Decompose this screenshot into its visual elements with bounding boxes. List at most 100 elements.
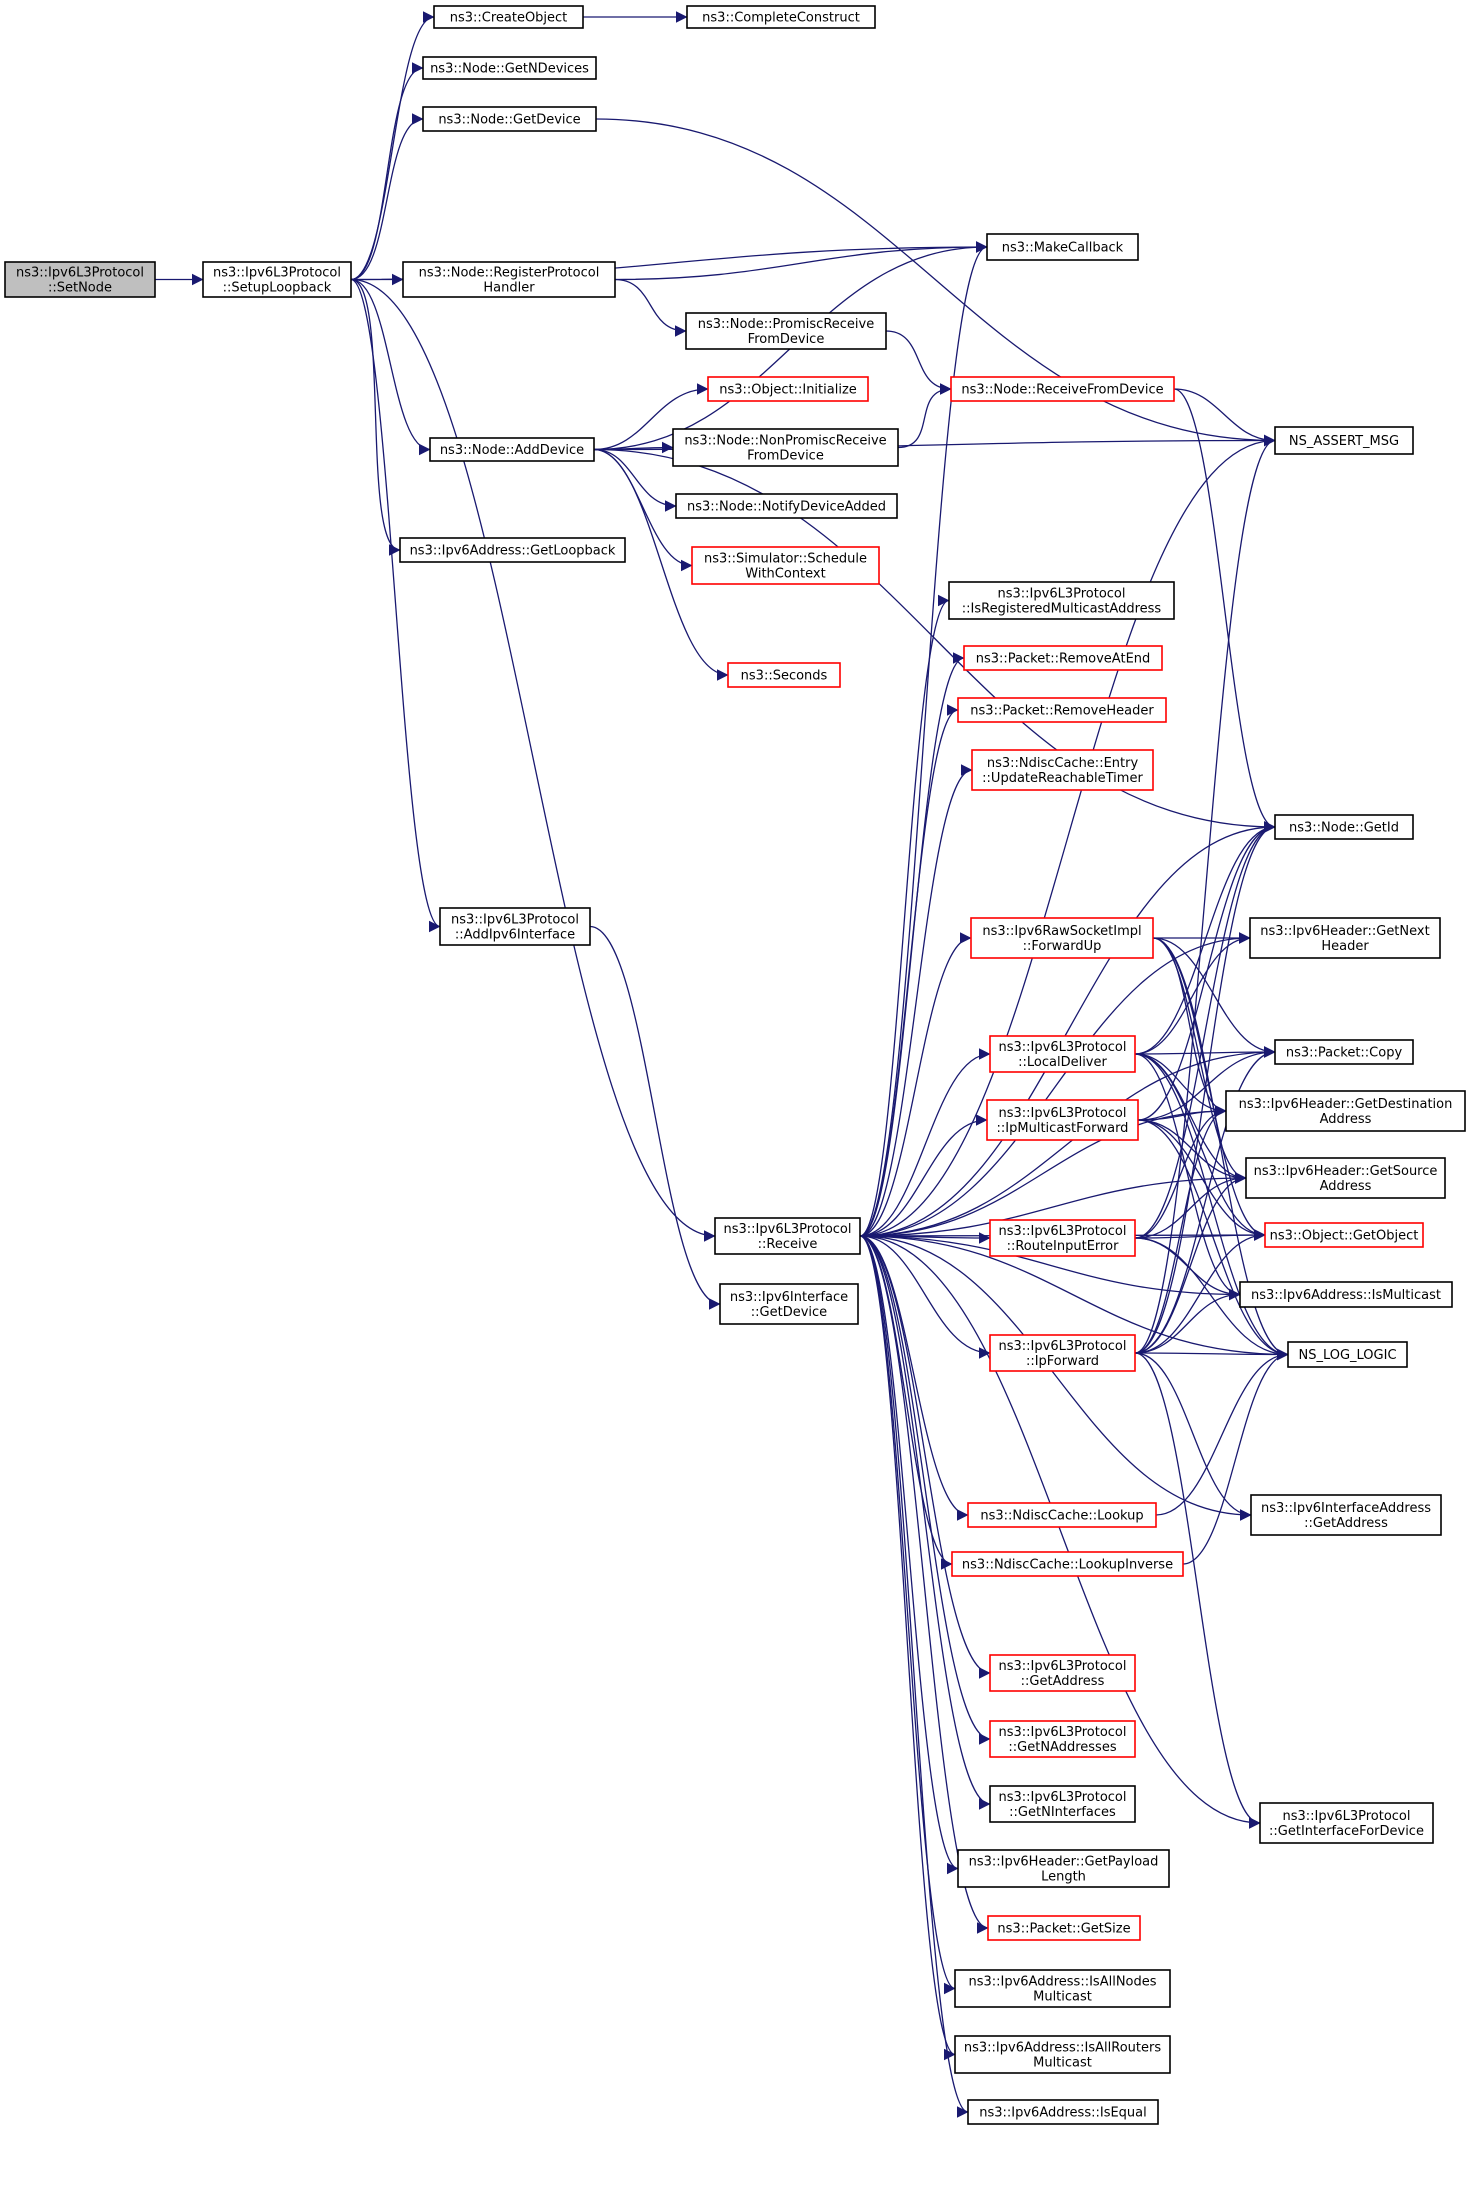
edge-path-ipforward-to-nassertmsg bbox=[1134, 434, 1276, 1354]
call-edge bbox=[859, 932, 972, 1237]
call-edge bbox=[1134, 1172, 1247, 1239]
node-box bbox=[1250, 1494, 1442, 1536]
edge-path-receive-to-isallnodes bbox=[859, 1235, 956, 1995]
node-ifgetdevice[interactable]: ns3::Ipv6Interface::GetDevice bbox=[719, 1283, 859, 1325]
call-edge bbox=[859, 1235, 991, 1745]
call-edge bbox=[1152, 937, 1276, 1058]
node-setuploopback[interactable]: ns3::Ipv6L3Protocol::SetupLoopback bbox=[202, 261, 352, 298]
node-ndlookup[interactable]: ns3::NdiscCache::Lookup bbox=[967, 1502, 1157, 1528]
call-edge bbox=[859, 1172, 1247, 1237]
node-nsloglogic[interactable]: NS_LOG_LOGIC bbox=[1287, 1341, 1408, 1368]
node-localdeliver[interactable]: ns3::Ipv6L3Protocol::LocalDeliver bbox=[989, 1035, 1136, 1073]
node-label: ns3::CreateObject bbox=[450, 11, 568, 26]
node-isregmc[interactable]: ns3::Ipv6L3Protocol::IsRegisteredMultica… bbox=[948, 581, 1175, 620]
node-seconds[interactable]: ns3::Seconds bbox=[727, 662, 841, 688]
node-receivefromdevice[interactable]: ns3::Node::ReceiveFromDevice bbox=[950, 376, 1175, 402]
edge-path-receive-to-getifdev bbox=[859, 1235, 1261, 1829]
node-label: ::GetAddress bbox=[1021, 1674, 1105, 1689]
edge-path-adddevice-to-objinitialize bbox=[593, 383, 709, 451]
node-box bbox=[954, 2035, 1171, 2074]
node-notifydevice[interactable]: ns3::Node::NotifyDeviceAdded bbox=[675, 493, 898, 519]
edge-path-localdeliver-to-ismulticast bbox=[1134, 1053, 1241, 1301]
node-ifaddrgetaddr[interactable]: ns3::Ipv6InterfaceAddress::GetAddress bbox=[1250, 1494, 1442, 1536]
node-getifdev[interactable]: ns3::Ipv6L3Protocol::GetInterfaceForDevi… bbox=[1259, 1802, 1434, 1844]
node-nassertmsg[interactable]: NS_ASSERT_MSG bbox=[1274, 426, 1414, 455]
edge-path-receivefromdevice-to-nassertmsg bbox=[1173, 388, 1276, 447]
node-label: Length bbox=[1041, 1870, 1086, 1885]
node-nodegetid[interactable]: ns3::Node::GetId bbox=[1274, 814, 1414, 840]
edge-path-receive-to-localdeliver bbox=[859, 1048, 991, 1237]
node-getobject[interactable]: ns3::Object::GetObject bbox=[1264, 1222, 1424, 1248]
edge-path-ipforward-to-getobject bbox=[1134, 1229, 1266, 1354]
node-isequal[interactable]: ns3::Ipv6Address::IsEqual bbox=[967, 2099, 1159, 2125]
edge-path-receive-to-ipforward bbox=[859, 1235, 991, 1359]
node-label: ns3::Ipv6InterfaceAddress bbox=[1261, 1501, 1431, 1516]
node-label: ns3::Ipv6L3Protocol bbox=[998, 587, 1126, 602]
call-edge bbox=[1134, 932, 1251, 1055]
edge-path-receive-to-nodegetid bbox=[859, 821, 1276, 1237]
node-removeatend[interactable]: ns3::Packet::RemoveAtEnd bbox=[963, 645, 1163, 671]
node-routeinerr[interactable]: ns3::Ipv6L3Protocol::RouteInputError bbox=[989, 1219, 1136, 1257]
call-edge bbox=[1134, 1229, 1266, 1354]
call-edge bbox=[1134, 821, 1276, 1354]
call-edge bbox=[859, 764, 973, 1237]
node-updatereach[interactable]: ns3::NdiscCache::Entry::UpdateReachableT… bbox=[971, 749, 1154, 791]
call-edge bbox=[1134, 1053, 1241, 1301]
node-objinitialize[interactable]: ns3::Object::Initialize bbox=[707, 376, 869, 402]
node-label: ns3::Ipv6L3Protocol bbox=[999, 1790, 1127, 1805]
node-label: ns3::Ipv6Address::GetLoopback bbox=[410, 544, 616, 559]
call-edge bbox=[593, 448, 729, 681]
node-ipmcfwd[interactable]: ns3::Ipv6L3Protocol::IpMulticastForward bbox=[986, 1099, 1139, 1141]
call-edge bbox=[350, 278, 431, 456]
node-box bbox=[989, 1654, 1136, 1692]
node-createobject[interactable]: ns3::CreateObject bbox=[433, 5, 584, 29]
node-addipv6if[interactable]: ns3::Ipv6L3Protocol::AddIpv6Interface bbox=[439, 907, 591, 946]
edge-path-receive-to-getnexthdr bbox=[859, 932, 1251, 1237]
node-ismulticast[interactable]: ns3::Ipv6Address::IsMulticast bbox=[1239, 1281, 1453, 1308]
node-removeheader[interactable]: ns3::Packet::RemoveHeader bbox=[957, 697, 1167, 723]
edge-path-localdeliver-to-getnexthdr bbox=[1134, 932, 1251, 1055]
node-label: ns3::Ipv6L3Protocol bbox=[999, 1224, 1127, 1239]
node-box bbox=[727, 662, 841, 688]
edge-path-routeinerr-to-getdest bbox=[1134, 1105, 1227, 1239]
node-completeconstruct[interactable]: ns3::CompleteConstruct bbox=[686, 5, 876, 29]
node-ndlookupinv[interactable]: ns3::NdiscCache::LookupInverse bbox=[951, 1551, 1184, 1577]
call-edge bbox=[1134, 1172, 1247, 1354]
call-edge bbox=[859, 932, 1251, 1237]
node-box bbox=[987, 1915, 1141, 1941]
node-adddevice[interactable]: ns3::Node::AddDevice bbox=[429, 437, 595, 462]
node-getndevices[interactable]: ns3::Node::GetNDevices bbox=[422, 56, 597, 80]
node-label: ns3::Seconds bbox=[741, 669, 828, 684]
call-edge bbox=[859, 1105, 1227, 1237]
node-pktcopy[interactable]: ns3::Packet::Copy bbox=[1274, 1039, 1414, 1065]
node-getnif[interactable]: ns3::Ipv6L3Protocol::GetNInterfaces bbox=[989, 1785, 1136, 1823]
edge-path-receive-to-getdest bbox=[859, 1105, 1227, 1237]
node-getnaddr[interactable]: ns3::Ipv6L3Protocol::GetNAddresses bbox=[989, 1720, 1136, 1758]
node-label: ns3::Ipv6Address::IsEqual bbox=[979, 2106, 1147, 2121]
node-label: ns3::Ipv6L3Protocol bbox=[999, 1040, 1127, 1055]
edge-path-receive-to-forwardup bbox=[859, 932, 972, 1237]
node-receive[interactable]: ns3::Ipv6L3Protocol::Receive bbox=[714, 1217, 861, 1255]
node-label: ns3::Node::GetNDevices bbox=[430, 62, 589, 77]
node-getloopback[interactable]: ns3::Ipv6Address::GetLoopback bbox=[399, 537, 626, 563]
node-forwardup[interactable]: ns3::Ipv6RawSocketImpl::ForwardUp bbox=[970, 917, 1154, 959]
node-makecallback[interactable]: ns3::MakeCallback bbox=[986, 233, 1139, 261]
node-label: ::IsRegisteredMulticastAddress bbox=[962, 602, 1162, 617]
node-getdevice[interactable]: ns3::Node::GetDevice bbox=[422, 106, 597, 132]
node-getaddress[interactable]: ns3::Ipv6L3Protocol::GetAddress bbox=[989, 1654, 1136, 1692]
edge-path-setuploopback-to-getdevice bbox=[350, 113, 424, 281]
call-edge bbox=[1173, 388, 1276, 833]
node-pktgetsize[interactable]: ns3::Packet::GetSize bbox=[987, 1915, 1141, 1941]
node-box bbox=[989, 1219, 1136, 1257]
node-ipforward[interactable]: ns3::Ipv6L3Protocol::IpForward bbox=[989, 1334, 1136, 1372]
